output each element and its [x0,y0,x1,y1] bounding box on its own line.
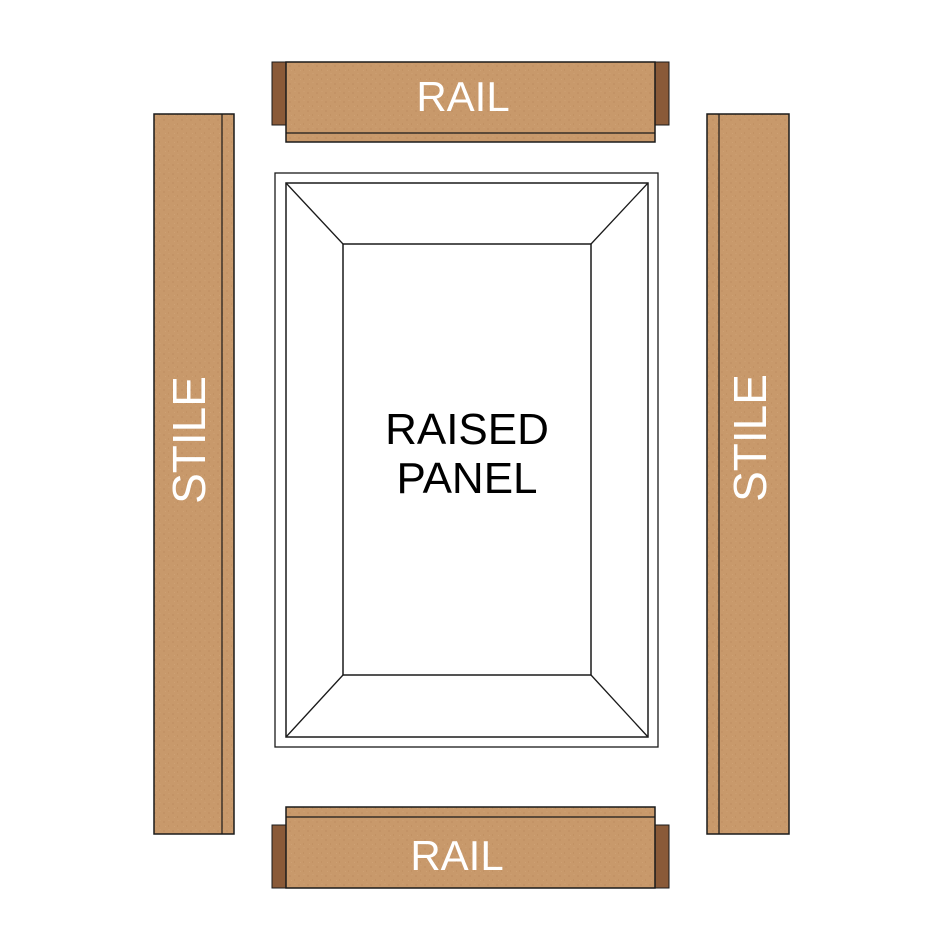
panel-field [342,243,592,676]
panel-outer-edge [274,172,659,748]
stile-right-label: STILE [724,374,776,502]
stile-left: STILE [153,113,235,835]
stile-right: STILE [706,113,790,835]
panel-label-line2: PANEL [396,454,537,503]
bevel-miter-bottom-right [590,674,649,738]
rail-bottom-label: RAIL [410,832,503,879]
rail-top-label: RAIL [416,73,509,120]
bevel-miter-bottom-left [285,674,344,738]
bevel-miter-top-right [590,182,649,245]
rail-top: RAIL [271,61,670,143]
panel-label-line1: RAISED [385,405,549,454]
raised-panel: RAISED PANEL [274,172,659,748]
rail-bottom: RAIL [271,806,670,889]
panel-bevel-edge [285,182,649,738]
bevel-miter-top-left [285,182,344,245]
stile-left-label: STILE [163,376,215,504]
